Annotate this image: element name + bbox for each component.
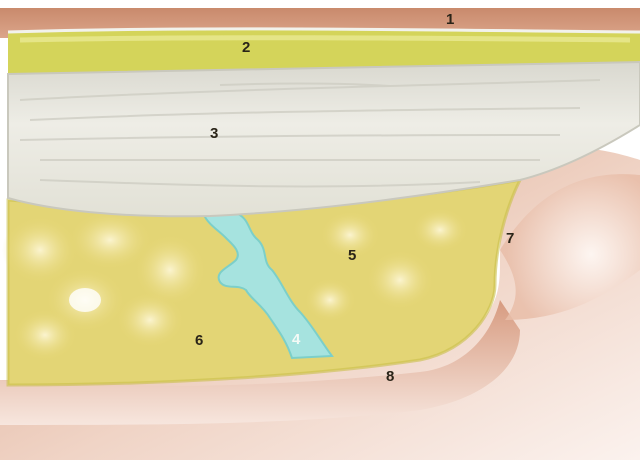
label-7: 7 [506,231,514,246]
label-6: 6 [195,333,203,348]
label-5: 5 [348,248,356,263]
label-1: 1 [446,12,454,27]
label-3: 3 [210,126,218,141]
label-2: 2 [242,40,250,55]
label-4: 4 [292,332,300,347]
label-8: 8 [386,369,394,384]
